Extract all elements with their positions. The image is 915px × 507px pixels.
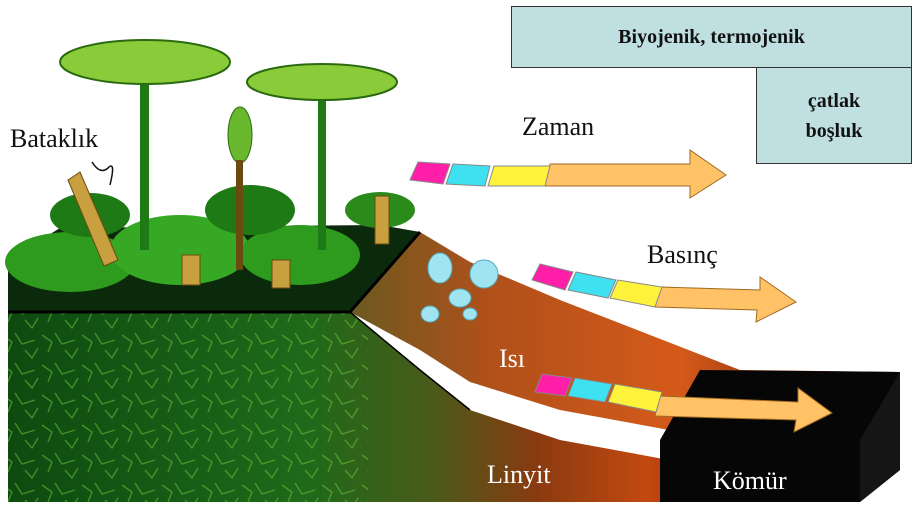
origin-text: Biyojenik, termojenik <box>618 26 805 49</box>
time-label: Zaman <box>522 112 594 142</box>
origin-box: Biyojenik, termojenik <box>511 6 912 68</box>
pressure-label: Basınç <box>647 240 718 270</box>
swamp-vegetation <box>5 40 415 292</box>
pressure-arrow-head <box>655 277 796 322</box>
time-arrow <box>410 150 726 198</box>
swamp-label: Bataklık <box>10 124 98 154</box>
pressure-swatch-1 <box>532 264 573 290</box>
heat-swatch-1 <box>535 374 572 396</box>
root-texture <box>8 312 368 502</box>
pressure-swatch-2 <box>568 272 616 298</box>
storage-text-2: boşluk <box>806 116 863 146</box>
storage-text-1: çatlak <box>808 86 860 116</box>
coal-label: Kömür <box>713 466 787 496</box>
pressure-swatch-3 <box>610 280 662 307</box>
heat-label: Isı <box>499 344 525 374</box>
time-swatch-1 <box>410 162 450 184</box>
storage-box: çatlak boşluk <box>756 67 912 164</box>
time-swatch-3 <box>488 166 550 186</box>
time-swatch-2 <box>446 164 490 186</box>
lignite-label: Linyit <box>487 460 551 490</box>
time-arrow-head <box>545 150 726 198</box>
swamp-label-pointer <box>92 162 113 185</box>
